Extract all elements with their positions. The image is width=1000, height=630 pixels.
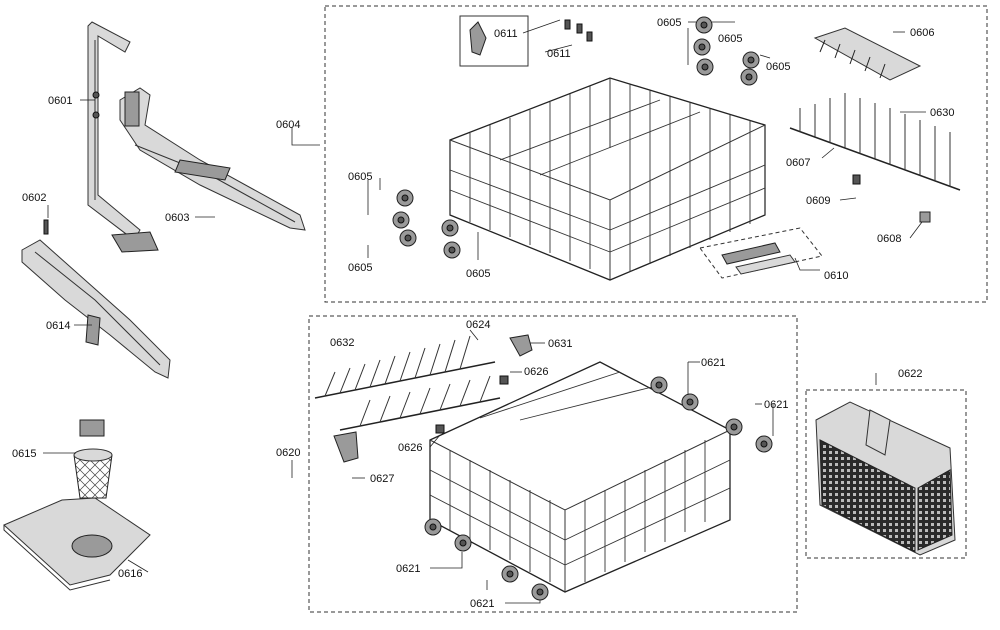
label-0606: 0606 xyxy=(910,27,934,39)
tine-row-0607 xyxy=(789,93,961,191)
label-0605-top-right: 0605 xyxy=(766,61,790,73)
screw-0602 xyxy=(43,219,49,235)
label-0624: 0624 xyxy=(466,319,490,331)
label-0602: 0602 xyxy=(22,192,46,204)
lower-spray-arm-0614 xyxy=(21,239,171,379)
clip-0609 xyxy=(852,174,861,185)
label-0610: 0610 xyxy=(824,270,848,282)
cutlery-basket-group-box xyxy=(805,389,967,559)
upper-spray-arm-0603 xyxy=(119,87,306,231)
label-0621-right: 0621 xyxy=(764,399,788,411)
label-0615: 0615 xyxy=(12,448,36,460)
label-0627: 0627 xyxy=(370,473,394,485)
label-0604: 0604 xyxy=(276,119,300,131)
clip-0626-lower xyxy=(435,424,445,434)
rack-handle-0610 xyxy=(721,242,796,275)
label-0630: 0630 xyxy=(930,107,954,119)
upper-rack-0604 xyxy=(449,77,766,281)
cup-shelf-0606 xyxy=(813,27,922,81)
label-0605-top: 0605 xyxy=(657,17,681,29)
sump-plate-0616 xyxy=(3,497,151,591)
label-0621-rear: 0621 xyxy=(701,357,725,369)
label-0603: 0603 xyxy=(165,212,189,224)
label-0607: 0607 xyxy=(786,157,810,169)
feed-tube-0601 xyxy=(87,21,159,253)
label-0631: 0631 xyxy=(548,338,572,350)
label-0609: 0609 xyxy=(806,195,830,207)
part-labels: 0601 0602 0603 0604 0605 0605 0605 0605 … xyxy=(12,17,954,610)
label-0611: 0611 xyxy=(547,48,571,60)
label-0605-top-mid: 0605 xyxy=(718,33,742,45)
clip-0626-upper xyxy=(499,375,509,385)
label-0616: 0616 xyxy=(118,568,142,580)
label-0605-left-top: 0605 xyxy=(348,171,372,183)
filter-0615 xyxy=(73,419,113,499)
lower-rack-wheels-0621 xyxy=(424,376,773,601)
clip-0608 xyxy=(919,211,931,223)
cutlery-basket-0622 xyxy=(815,401,956,556)
label-0622: 0622 xyxy=(898,368,922,380)
label-0614: 0614 xyxy=(46,320,70,332)
label-0605-front: 0605 xyxy=(466,268,490,280)
clip-detail-box xyxy=(459,15,529,67)
leader-lines xyxy=(43,19,926,604)
label-0632: 0632 xyxy=(330,337,354,349)
label-0621-front: 0621 xyxy=(470,598,494,610)
handle-detail-box xyxy=(699,227,823,279)
upper-rack-group-box xyxy=(324,5,988,303)
label-0626-lower: 0626 xyxy=(398,442,422,454)
label-0621-left: 0621 xyxy=(396,563,420,575)
clip-0631 xyxy=(509,334,533,357)
tine-row-0632 xyxy=(314,335,501,431)
clip-0627 xyxy=(333,431,359,463)
upper-rack-wheels-0605 xyxy=(392,16,760,259)
label-0608: 0608 xyxy=(877,233,901,245)
label-0611-detail: 0611 xyxy=(494,28,518,40)
label-0626-upper: 0626 xyxy=(524,366,548,378)
label-0605-left-bottom: 0605 xyxy=(348,262,372,274)
clips-0611 xyxy=(469,19,593,56)
label-0601: 0601 xyxy=(48,95,72,107)
label-0620: 0620 xyxy=(276,447,300,459)
